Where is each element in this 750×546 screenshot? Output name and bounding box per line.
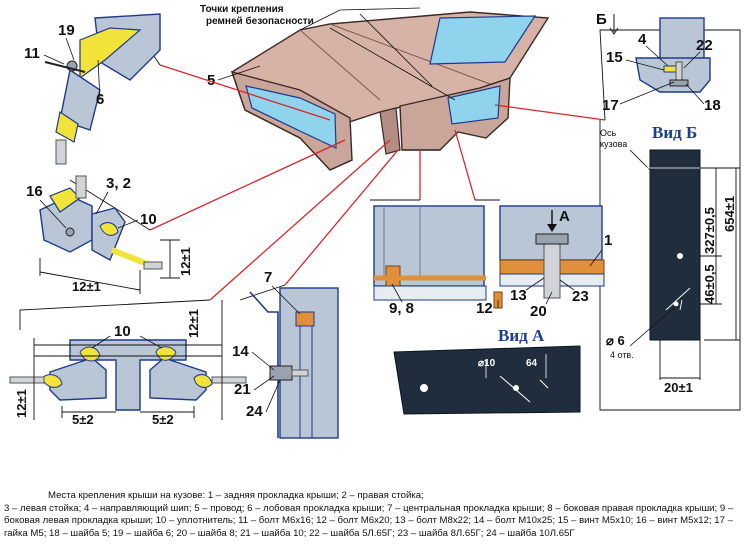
caption-title: Места крепления крыши на кузове: 1 – зад… [48, 490, 424, 501]
view-b-dimension-lines [659, 167, 740, 380]
label-18: 18 [704, 97, 721, 114]
detail-b-fastener [635, 17, 711, 93]
label-15: 15 [606, 49, 623, 66]
body-axis-line2: кузова [600, 139, 627, 149]
label-9-8: 9, 8 [389, 300, 414, 317]
detail-side-pad [373, 205, 487, 301]
leader-lines [149, 64, 606, 301]
label-4: 4 [638, 31, 647, 48]
label-12: 12 [476, 300, 493, 317]
view-b-letter: Б [596, 11, 607, 28]
dim-5-2-left: 5±2 [72, 412, 94, 427]
label-11: 11 [24, 45, 40, 62]
caption-body: 3 – левая стойка; 4 – направляющий шип; … [4, 502, 734, 539]
dim-327: 327±0,5 [702, 207, 717, 254]
label-22: 22 [696, 37, 713, 54]
label-5: 5 [207, 72, 215, 89]
roof-illustration [230, 7, 550, 171]
view-a-title: Вид А [498, 326, 545, 345]
dim-64: 64 [526, 358, 538, 369]
label-7: 7 [264, 269, 272, 286]
label-1: 1 [604, 232, 612, 249]
label-21: 21 [234, 381, 251, 398]
label-19: 19 [58, 22, 75, 39]
label-20: 20 [530, 303, 547, 320]
view-a-plate [393, 345, 581, 415]
dim-12-1-horizontal: 12±1 [72, 279, 101, 294]
dim-46: 46±0,5 [702, 264, 717, 304]
detail-center-pillar [249, 287, 339, 439]
seatbelt-note-line1: Точки крепления [200, 4, 284, 15]
label-10-left: 10 [140, 211, 157, 228]
dim-phi10: ⌀10 [478, 358, 496, 369]
label-14: 14 [232, 343, 249, 360]
body-axis-line1: Ось [600, 128, 617, 138]
detail-windshield-mount [44, 13, 161, 165]
label-3-2: 3, 2 [106, 175, 131, 192]
label-10-bottom: 10 [114, 323, 131, 340]
dim-5-2-right: 5±2 [152, 412, 174, 427]
dim-12-1-vertical-inner: 12±1 [186, 309, 201, 338]
holes-note: 4 отв. [610, 350, 634, 360]
label-view-a-arrow: А [559, 208, 570, 225]
dim-hole-diameter: ⌀ 6 [606, 333, 625, 348]
view-b-plate [646, 149, 701, 341]
dim-654: 654±1 [722, 196, 737, 232]
dim-20-1: 20±1 [664, 380, 693, 395]
label-13: 13 [510, 287, 527, 304]
detail-roof-seal-section [9, 300, 247, 420]
dim-12-1-vertical-outer: 12±1 [14, 389, 29, 418]
label-16: 16 [26, 183, 43, 200]
view-b-title: Вид Б [652, 123, 697, 142]
dim-12-1-vertical-left: 12±1 [178, 247, 193, 276]
detail-pillar-mount [39, 175, 180, 294]
label-23: 23 [572, 288, 589, 305]
label-24: 24 [246, 403, 263, 420]
label-17: 17 [602, 97, 619, 114]
figure-caption: Места крепления крыши на кузове: 1 – зад… [4, 490, 746, 540]
seatbelt-note-line2: ремней безопасности [206, 15, 314, 27]
